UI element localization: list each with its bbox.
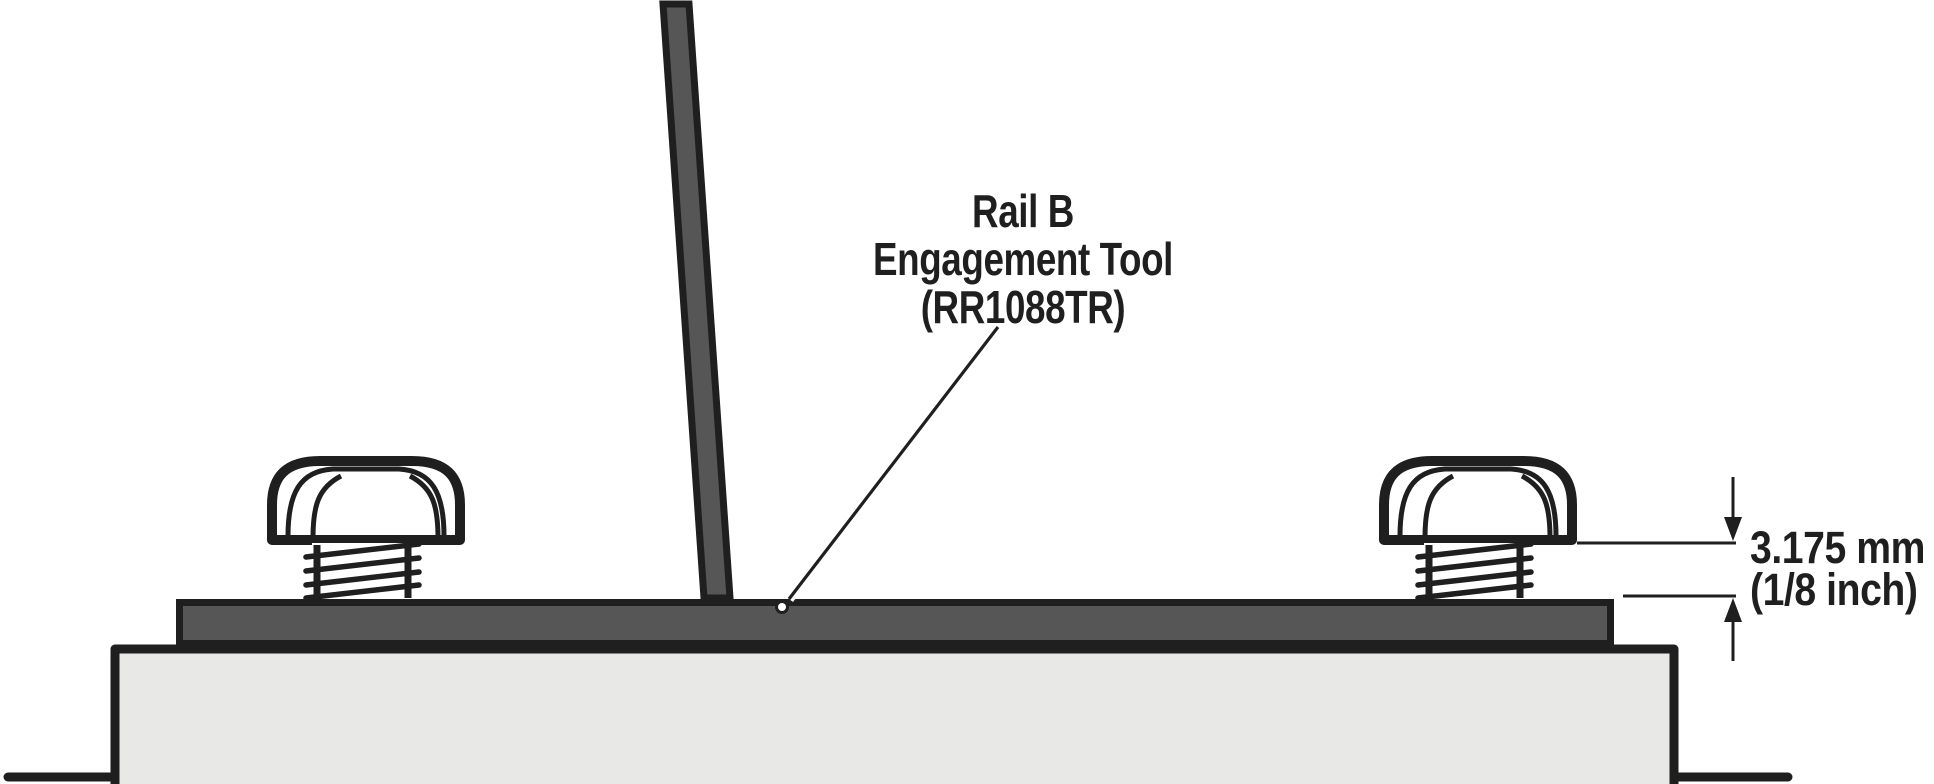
part-label-line3: (RR1088TR) (920, 281, 1126, 333)
part-label: Rail B Engagement Tool (RR1088TR) (823, 187, 1223, 331)
dimension-callout (1577, 477, 1742, 661)
part-label-line2: Engagement Tool (873, 233, 1173, 285)
leader-hook (775, 600, 789, 614)
engagement-tool-rod (659, 0, 734, 602)
leader-line (775, 323, 1002, 614)
up-arrow-icon (1724, 598, 1742, 661)
dimension-metric: 3.175 mm (1750, 522, 1925, 573)
tool-plate (176, 599, 1614, 647)
rack-rail (110, 644, 1679, 784)
down-arrow-icon (1724, 477, 1742, 541)
left-bolt (272, 461, 460, 598)
dimension-imperial: (1/8 inch) (1750, 564, 1918, 615)
part-label-line1: Rail B (972, 185, 1074, 237)
right-bolt (1384, 461, 1572, 598)
dimension-text: 3.175 mm (1/8 inch) (1750, 522, 1934, 615)
